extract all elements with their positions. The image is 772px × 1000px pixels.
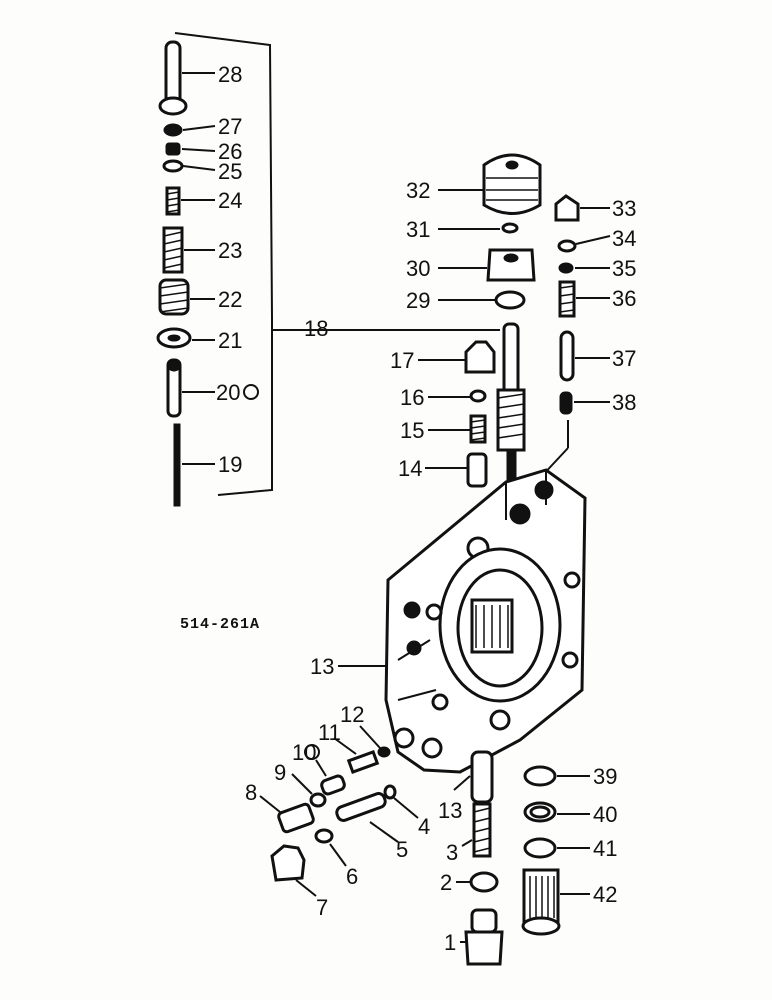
part-12-ring	[359, 725, 391, 758]
callout-42: 42	[593, 882, 617, 907]
callout-26: 26	[218, 139, 242, 164]
callout-4: 4	[418, 814, 430, 839]
part-40-ring	[523, 801, 590, 823]
callout-19: 19	[218, 452, 242, 477]
part-26-nut	[165, 142, 216, 156]
callout-9: 9	[274, 760, 286, 785]
callout-11: 11	[318, 720, 341, 745]
callout-23: 23	[218, 238, 242, 263]
callout-38: 38	[612, 390, 636, 415]
callout-30: 30	[406, 256, 430, 281]
part-31-ring	[438, 222, 519, 234]
callout-22: 22	[218, 287, 242, 312]
part-3-spring-valve	[453, 750, 494, 858]
callout-2: 2	[440, 870, 452, 895]
part-38-ball	[539, 391, 610, 479]
part-29-o-ring	[438, 290, 526, 310]
callout-25: 25	[218, 159, 242, 184]
callout-20: 20	[216, 380, 240, 405]
part-24-spring	[165, 186, 215, 216]
part-4-ring	[383, 784, 419, 819]
callout-5: 5	[396, 837, 408, 862]
part-14-sleeve	[425, 452, 488, 488]
callout-21: 21	[218, 328, 242, 353]
callout-39: 39	[593, 764, 617, 789]
part-30-nut	[438, 248, 536, 282]
part-41-o-ring	[523, 837, 590, 859]
part-11-spring	[333, 737, 380, 775]
callout-17: 17	[390, 348, 414, 373]
part-20-plunger	[166, 358, 259, 418]
part-18-valve-assembly	[496, 322, 526, 483]
callout-29: 29	[406, 288, 430, 313]
part-8-fitting	[259, 795, 315, 834]
callout-35: 35	[612, 256, 636, 281]
callout-24: 24	[218, 188, 242, 213]
figure-id-label: 514-261A	[180, 616, 260, 633]
callout-12: 12	[340, 702, 364, 727]
callout-7: 7	[316, 895, 328, 920]
part-17-plug	[418, 340, 496, 374]
part-39-o-ring	[523, 765, 590, 787]
callout-6: 6	[346, 864, 358, 889]
part-35-washer	[558, 262, 610, 274]
callout-13-housing: 13	[310, 654, 334, 679]
callout-36: 36	[612, 286, 636, 311]
callout-34: 34	[612, 226, 636, 251]
part-13-valve-housing	[338, 468, 587, 774]
part-23-spring	[162, 226, 215, 274]
part-19-rod	[173, 423, 215, 507]
callout-14: 14	[398, 456, 422, 481]
part-2-o-ring	[456, 871, 499, 893]
callout-40: 40	[593, 802, 617, 827]
callout-41: 41	[593, 836, 617, 861]
callout-28: 28	[218, 62, 242, 87]
part-16-ring	[428, 389, 487, 403]
part-28-bolt	[158, 40, 215, 116]
part-34-ring	[557, 235, 611, 253]
callout-10: 10	[292, 740, 316, 765]
callout-8: 8	[245, 780, 257, 805]
callout-3: 3	[446, 840, 458, 865]
part-21-seat	[156, 327, 215, 349]
part-22-spring	[158, 278, 215, 316]
callout-15: 15	[400, 418, 424, 443]
callout-37: 37	[612, 346, 636, 371]
callout-32: 32	[406, 178, 430, 203]
part-25-ring	[162, 159, 216, 173]
part-37-pin	[559, 330, 610, 382]
part-10-plunger	[304, 744, 346, 796]
bracket-18	[174, 32, 500, 496]
part-9-ring	[291, 773, 327, 808]
callout-27: 27	[218, 114, 242, 139]
part-33-plug	[554, 194, 610, 222]
callout-16: 16	[400, 385, 424, 410]
part-32-cap	[438, 153, 542, 215]
part-27-washer	[163, 123, 216, 137]
part-36-spring	[558, 280, 610, 318]
part-15-spring	[428, 414, 487, 444]
part-6-ring	[314, 828, 347, 867]
callout-13-lower: 13	[438, 798, 462, 823]
callout-labels: 1 2 3 4 5 6 7 8 9 10 11 12 13 13 14 15 1…	[216, 62, 636, 955]
part-5-spool	[335, 792, 399, 843]
part-1-fitting	[460, 908, 504, 966]
callout-33: 33	[612, 196, 636, 221]
part-7-plug	[270, 844, 317, 897]
callout-1: 1	[444, 930, 456, 955]
callout-31: 31	[406, 217, 430, 242]
callout-18: 18	[304, 316, 328, 341]
part-42-filter	[521, 868, 590, 936]
